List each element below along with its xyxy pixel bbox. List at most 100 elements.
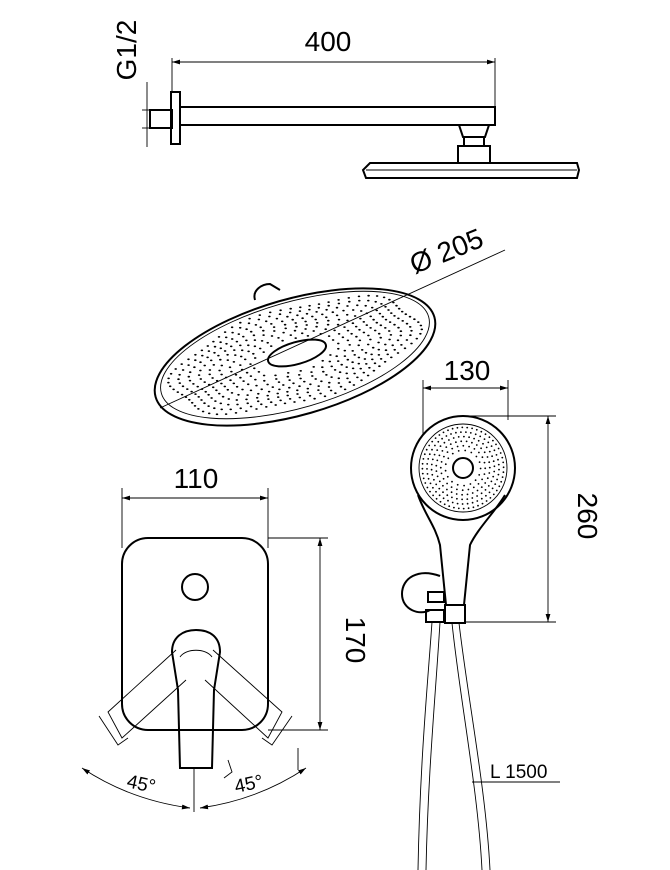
hand-nozzle-dot: [430, 463, 433, 466]
hand-nozzle-dot: [502, 471, 505, 474]
nozzle-dot: [258, 347, 262, 350]
nozzle-dot: [293, 329, 297, 332]
hand-nozzle-dot: [460, 440, 463, 443]
nozzle-dot: [219, 347, 223, 350]
nozzle-dot: [342, 309, 345, 312]
angle-left-label: 45°: [125, 771, 157, 798]
nozzle-dot: [362, 331, 366, 334]
hand-nozzle-dot: [467, 488, 470, 491]
hand-nozzle-dot: [502, 466, 505, 469]
nozzle-dot: [337, 347, 340, 350]
nozzle-dot: [393, 315, 396, 317]
nozzle-dot: [351, 361, 354, 364]
nozzle-dot: [359, 367, 363, 370]
hand-shower-view: 130 260 L 1500: [400, 355, 603, 870]
hand-nozzle-dot: [478, 461, 481, 463]
nozzle-dot: [384, 343, 387, 346]
nozzle-dot: [415, 337, 419, 340]
hose-length-label: L 1500: [490, 762, 547, 783]
hand-nozzle-dot: [480, 492, 483, 495]
nozzle-dot: [306, 335, 310, 337]
nozzle-dot: [410, 329, 413, 332]
nozzle-dot: [405, 339, 409, 341]
hand-nozzle-dot: [472, 486, 475, 489]
hand-nozzle-dot: [471, 441, 473, 444]
hand-nozzle-dot: [447, 429, 449, 432]
hand-nozzle-dot: [472, 506, 475, 509]
hand-nozzle-dot: [426, 473, 429, 475]
nozzle-dot: [400, 344, 403, 346]
hand-nozzle-dot: [476, 489, 479, 492]
nozzle-dot: [325, 316, 328, 319]
nozzle-dot: [239, 321, 242, 324]
nozzle-dot: [194, 353, 197, 356]
nozzle-dot: [299, 377, 302, 380]
nozzle-dot: [333, 329, 336, 332]
nozzle-dot: [210, 397, 213, 399]
nozzle-dot: [267, 398, 270, 400]
hand-nozzle-dot: [461, 426, 464, 429]
hand-nozzle-dot: [463, 484, 465, 487]
nozzle-dot: [260, 340, 264, 342]
nozzle-dot: [242, 335, 245, 338]
nozzle-dot: [315, 322, 319, 324]
nozzle-dot: [390, 356, 393, 359]
hand-nozzle-dot: [470, 451, 473, 454]
ball-joint: [458, 124, 490, 138]
head-diameter-label: Ø 205: [405, 223, 487, 280]
nozzle-dot: [393, 323, 396, 326]
hand-nozzle-dot: [421, 472, 424, 475]
nozzle-dot: [373, 329, 377, 332]
nozzle-dot: [262, 329, 265, 332]
nozzle-dot: [308, 304, 311, 307]
nozzle-dot: [269, 345, 273, 347]
nozzle-dot: [368, 366, 371, 369]
nozzle-dot: [408, 315, 412, 318]
nozzle-dot: [255, 408, 258, 410]
hand-nozzle-dot: [498, 485, 501, 488]
hand-nozzle-dot: [446, 475, 449, 478]
nozzle-dot: [315, 325, 318, 328]
nozzle-dot: [346, 339, 350, 342]
hand-nozzle-dot: [464, 449, 467, 452]
hand-nozzle-dot: [442, 491, 444, 494]
hand-nozzle-dot: [485, 500, 488, 502]
nozzle-dot: [327, 304, 331, 307]
nozzle-dot: [291, 318, 295, 321]
nozzle-dot: [278, 388, 281, 391]
nozzle-dot: [359, 310, 363, 312]
hand-nozzle-dot: [477, 504, 479, 507]
nozzle-dot: [303, 380, 306, 383]
nozzle-dot: [399, 334, 403, 337]
hand-nozzle-dot: [429, 482, 432, 485]
hand-nozzle-dot: [432, 494, 434, 497]
nozzle-dot: [223, 385, 227, 388]
nozzle-dot: [294, 322, 298, 324]
hand-nozzle-dot: [480, 430, 483, 433]
nozzle-dot: [370, 306, 374, 309]
hand-nozzle-dot: [461, 503, 464, 505]
nozzle-dot: [286, 372, 290, 374]
nozzle-dot: [369, 315, 373, 318]
hand-nozzle-dot: [426, 468, 428, 470]
hand-nozzle-dot: [457, 507, 460, 510]
nozzle-dot: [263, 379, 266, 382]
hand-nozzle-dot: [478, 474, 481, 476]
hand-nozzle-dot: [468, 436, 470, 439]
nozzle-dot: [279, 309, 282, 312]
nozzle-dot: [219, 358, 222, 361]
nozzle-dot: [323, 395, 327, 398]
nozzle-dot: [325, 374, 328, 376]
nozzle-dot: [329, 354, 332, 356]
hand-nozzle-dot: [438, 487, 441, 490]
nozzle-dot: [378, 365, 381, 368]
nozzle-dot: [373, 362, 377, 365]
nozzle-dot: [167, 381, 170, 384]
hand-nozzle-dot: [451, 447, 454, 450]
nozzle-dot: [229, 345, 233, 348]
nozzle-dot: [181, 385, 185, 388]
nozzle-dot: [352, 384, 356, 386]
hand-nozzle-dot: [474, 433, 477, 436]
nozzle-dot: [237, 333, 241, 335]
nozzle-dot: [257, 371, 261, 373]
